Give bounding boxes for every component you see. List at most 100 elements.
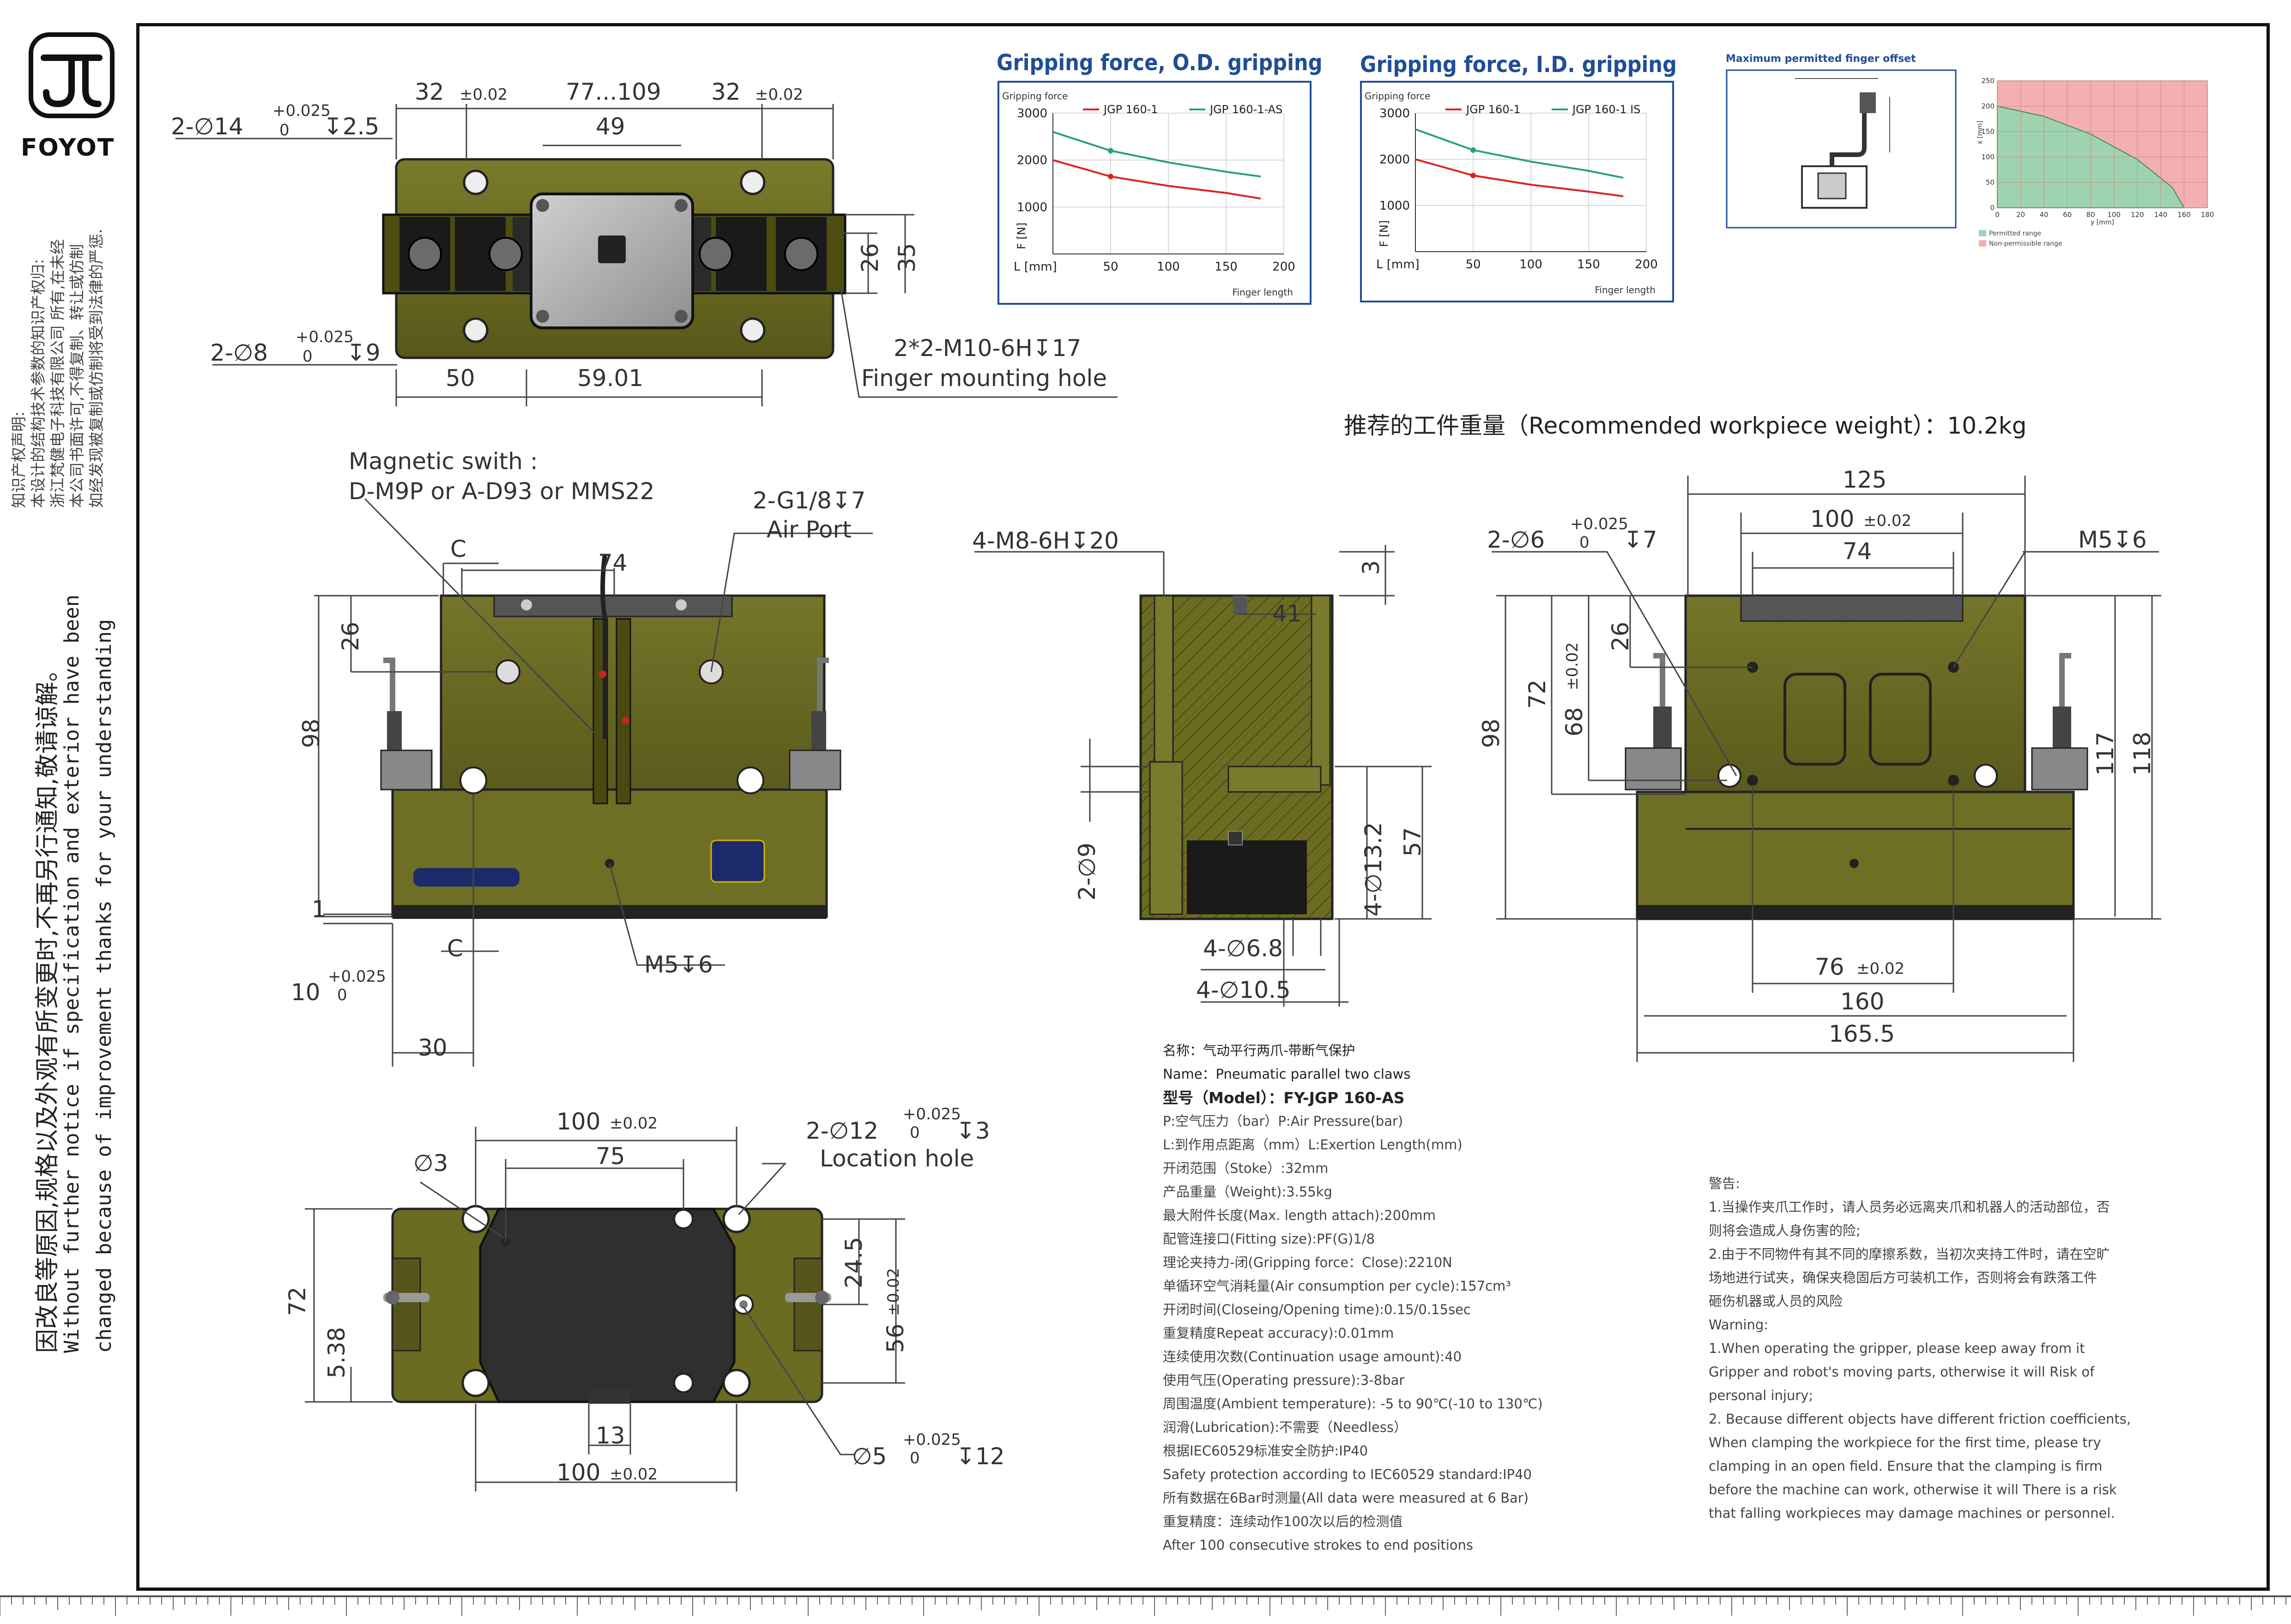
dim-26: 26 xyxy=(337,622,364,651)
x-tick-label: 100 xyxy=(2107,211,2121,219)
spec-line: After 100 consecutive strokes to end pos… xyxy=(1163,1537,1474,1553)
dim-72: 72 xyxy=(284,1286,311,1316)
dim-72: 72 xyxy=(1524,679,1551,709)
change-notice-en-2: changed because of improvement thanks fo… xyxy=(92,619,116,1353)
finger-hole-label: Finger mounting hole xyxy=(861,365,1107,392)
series-point xyxy=(1470,173,1476,178)
ruler-ticks xyxy=(0,1597,2286,1616)
x-tick-label: 140 xyxy=(2154,211,2168,219)
series-point xyxy=(1108,174,1113,180)
warning-line: clamping in an open field. Ensure that t… xyxy=(1709,1458,2103,1474)
side-view-drawing xyxy=(1492,476,2161,1062)
dim-41: 41 xyxy=(1272,600,1302,627)
x-tick-label: 20 xyxy=(2016,211,2025,219)
series-line xyxy=(1415,128,1624,179)
legend-swatch xyxy=(1979,230,1986,236)
dim-tol-up: +0.025 xyxy=(1570,515,1628,533)
offset-chart-title: Maximum permitted finger offset xyxy=(1726,53,1916,65)
dim-tol: ±0.02 xyxy=(884,1268,903,1316)
dim-26: 26 xyxy=(1607,622,1634,651)
dim-77-109: 77...109 xyxy=(566,78,661,105)
bottom-view-drawing xyxy=(305,1127,905,1491)
finger-offset-diagram xyxy=(1726,69,1957,229)
y-axis-label: x [mm] xyxy=(1977,121,1984,145)
dim-1: 1 xyxy=(312,896,326,923)
spec-line: 理论夹持力-闭(Gripping force：Close):2210N xyxy=(1163,1255,1452,1270)
dim-245: 24.5 xyxy=(840,1237,867,1288)
spec-line: 周围温度(Ambient temperature): -5 to 90℃(-10… xyxy=(1163,1396,1543,1412)
dim-hole8: 2-∅8 xyxy=(210,339,268,366)
dim-tol: ±0.02 xyxy=(610,1114,658,1133)
section-view-drawing xyxy=(974,545,1432,1007)
warning-line: 砸伤机器或人员的风险 xyxy=(1709,1293,1843,1309)
dim-phi105: 4-∅10.5 xyxy=(1196,977,1291,1003)
dim-depth: ↧2.5 xyxy=(323,113,380,140)
dim-tol-up: +0.025 xyxy=(272,102,331,120)
dim-tol-up: +0.025 xyxy=(903,1105,961,1123)
dim-tol-dn: 0 xyxy=(910,1123,920,1142)
warning-line: 场地进行试夹，确保夹稳固后方可装机工作，否则将会有跌落工件 xyxy=(1709,1270,2098,1286)
dim-49: 49 xyxy=(596,113,625,140)
hole6-spec: 2-∅6 xyxy=(1487,526,1545,553)
dim-32-right: 32 xyxy=(711,78,741,105)
dim-160: 160 xyxy=(1840,988,1885,1015)
phi3-label: ∅3 xyxy=(413,1150,448,1177)
x-tick-label: 150 xyxy=(1215,260,1238,274)
dim-tol-dn: 0 xyxy=(910,1449,920,1467)
change-notice-en-1: Without further notice if specification … xyxy=(60,594,84,1353)
dim-125: 125 xyxy=(1843,466,1887,493)
dim-tol: ±0.02 xyxy=(1863,512,1912,530)
dim-tol-dn: 0 xyxy=(279,121,290,139)
series-point xyxy=(1108,148,1113,154)
dim-538: 5.38 xyxy=(323,1327,350,1378)
dim-phi68: 4-∅6.8 xyxy=(1203,935,1283,962)
spec-line: 配管连接口(Fitting size):PF(G)1/8 xyxy=(1163,1231,1375,1247)
section-c-top: C xyxy=(450,536,466,562)
dim-100-top: 100 xyxy=(556,1108,601,1135)
x-tick-label: 200 xyxy=(1635,258,1658,272)
y-tick-label: 100 xyxy=(1981,153,1995,161)
dim-68: 68 xyxy=(1561,707,1588,737)
y-tick-label: 3000 xyxy=(1379,107,1410,121)
x-caption: Finger length xyxy=(1232,287,1293,298)
legend-label: Permitted range xyxy=(1989,230,2041,237)
dim-10: 10 xyxy=(291,979,320,1006)
phi5-depth: ↧12 xyxy=(956,1443,1005,1470)
dim-75: 75 xyxy=(596,1143,625,1170)
dim-tol-dn: 0 xyxy=(337,986,347,1004)
ip-line: 如经发现被复制或仿制将受到法律的严惩. xyxy=(87,229,105,508)
spec-line: 单循环空气消耗量(Air consumption per cycle):157c… xyxy=(1163,1278,1511,1294)
spec-line: 重复精度：连续动作100次以后的检测值 xyxy=(1163,1514,1403,1529)
air-port-label: Air Port xyxy=(767,516,852,543)
dim-tol-dn: 0 xyxy=(302,347,313,366)
phi5-spec: ∅5 xyxy=(852,1443,887,1470)
dim-tol: ±0.02 xyxy=(755,85,804,104)
y-tick-label: 250 xyxy=(1981,77,1995,85)
brand-name: FOYOT xyxy=(21,134,115,162)
x-tick-label: 100 xyxy=(1519,258,1542,272)
x-tick-label: 80 xyxy=(2086,211,2095,219)
finger-block-left xyxy=(399,217,531,291)
foyot-logo-icon xyxy=(29,32,115,118)
spec-line: 最大附件长度(Max. length attach):200mm xyxy=(1163,1207,1436,1223)
dim-depth: ↧9 xyxy=(346,339,381,366)
dim-50: 50 xyxy=(446,365,475,392)
dim-3: 3 xyxy=(1358,560,1384,575)
air-port-spec: 2-G1/8↧7 xyxy=(753,487,866,514)
y-tick-label: 1000 xyxy=(1379,199,1410,213)
spec-line: L:到作用点距离（mm）L:Exertion Length(mm) xyxy=(1163,1137,1463,1153)
location-hole-label: Location hole xyxy=(820,1145,974,1172)
warning-line: 则将会造成人身伤害的险; xyxy=(1709,1223,1861,1238)
spec-line: 根据IEC60529标准安全防护:IP40 xyxy=(1163,1443,1368,1459)
ip-line: 浙江梵健电子科技有限公司 所有,在未经 xyxy=(48,239,66,508)
recommended-weight: 推荐的工件重量（Recommended workpiece weight）：10… xyxy=(1344,412,2027,439)
dim-30: 30 xyxy=(418,1034,447,1061)
warning-line: before the machine can work, otherwise i… xyxy=(1709,1482,2117,1497)
x-tick-label: 100 xyxy=(1157,260,1180,274)
hole12-depth: ↧3 xyxy=(956,1117,990,1144)
warning-line: that falling workpieces may damage machi… xyxy=(1709,1505,2115,1521)
brand-logo xyxy=(25,30,118,127)
spec-line: 产品重量（Weight):3.55kg xyxy=(1163,1184,1332,1200)
